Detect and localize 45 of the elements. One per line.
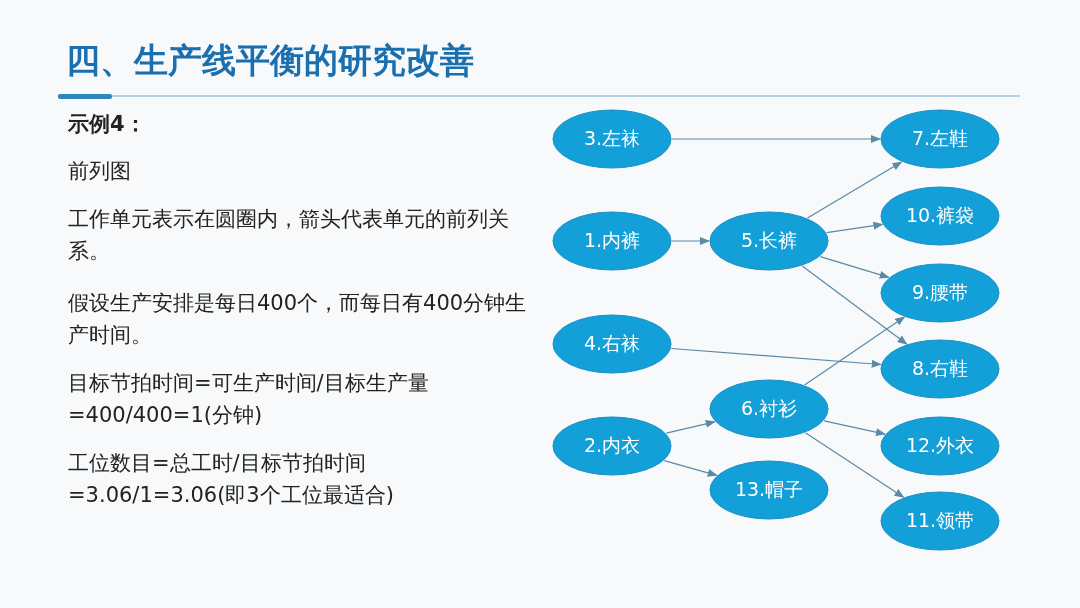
- task-label: 3.左袜: [583, 126, 641, 151]
- description-text: 前列图: [68, 158, 132, 185]
- arrow: [671, 135, 881, 143]
- description-text: 工位数目=总工时/目标节拍时间 =3.06/1=3.06(即3个工位最适合): [68, 450, 395, 509]
- arrow: [671, 237, 710, 245]
- task-label: 13.帽子: [734, 477, 804, 502]
- task-label: 6.衬衫: [740, 396, 798, 421]
- task-ellipse: [880, 339, 1000, 399]
- task-ellipse: [880, 186, 1000, 246]
- arrow: [804, 316, 906, 386]
- task-label: 9.腰带: [911, 280, 969, 305]
- task-ellipse: [880, 416, 1000, 476]
- slide-title: 四、生产线平衡的研究改善: [66, 39, 474, 82]
- arrow: [663, 460, 718, 477]
- task-ellipse: [880, 491, 1000, 551]
- task-ellipse: [552, 314, 672, 374]
- description-text: 假设生产安排是每日400个，而每日有400分钟生产时间。: [68, 290, 528, 349]
- task-ellipse: [552, 416, 672, 476]
- task-label: 2.内衣: [583, 433, 641, 458]
- arrow: [826, 221, 884, 234]
- section-heading: 示例4：: [68, 111, 147, 138]
- task-ellipse: [552, 211, 672, 271]
- task-label: 4.右袜: [583, 331, 641, 356]
- task-ellipse: [709, 460, 829, 520]
- arrow: [665, 419, 716, 434]
- task-ellipse: [709, 379, 829, 439]
- arrow: [804, 432, 905, 498]
- arrow: [819, 256, 890, 279]
- arrow: [806, 161, 903, 219]
- description-text: 目标节拍时间=可生产时间/目标生产量 =400/400=1(分钟): [68, 370, 430, 429]
- task-label: 11.领带: [905, 508, 975, 533]
- task-label: 7.左鞋: [911, 126, 969, 151]
- task-ellipse: [709, 211, 829, 271]
- arrow: [670, 347, 882, 368]
- description-text: 工作单元表示在圆圈内，箭头代表单元的前列关系。: [68, 206, 510, 265]
- task-label: 12.外衣: [905, 433, 975, 458]
- task-label: 10.裤袋: [905, 203, 975, 228]
- arrow: [801, 265, 908, 345]
- arrow: [823, 420, 886, 437]
- task-ellipse: [880, 263, 1000, 323]
- task-ellipse: [880, 109, 1000, 169]
- task-label: 1.内裤: [583, 228, 641, 253]
- task-ellipse: [552, 109, 672, 169]
- task-label: 5.长裤: [740, 228, 798, 253]
- task-label: 8.右鞋: [911, 356, 969, 381]
